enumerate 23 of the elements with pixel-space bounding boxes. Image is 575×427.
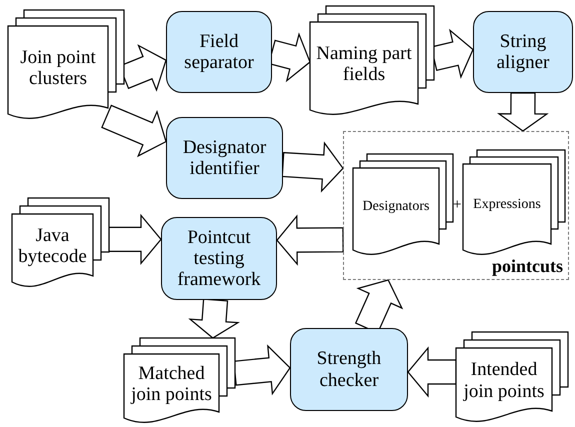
group-frame: [343, 131, 569, 280]
document-label: Intended join points: [462, 359, 546, 402]
process-box: Pointcut testing framework: [161, 217, 277, 300]
block-arrow: [188, 298, 240, 339]
plus-sign: +: [453, 197, 462, 214]
block-arrow: [276, 214, 344, 266]
block-arrow: [101, 104, 167, 158]
block-arrow: [407, 346, 457, 398]
block-arrow: [282, 141, 344, 193]
process-box: String aligner: [473, 11, 573, 93]
document-label: Matched join points: [130, 362, 213, 406]
process-box: Field separator: [166, 11, 272, 93]
document-label: Naming part fields: [315, 42, 413, 86]
document-label: Join point clusters: [19, 46, 97, 90]
group-title: pointcuts: [492, 256, 563, 277]
process-box: Strength checker: [290, 328, 408, 411]
document-label: Java bytecode: [17, 224, 88, 268]
block-arrow: [108, 214, 162, 266]
block-arrow: [497, 92, 549, 132]
document-label: Expressions: [473, 197, 541, 213]
process-box: Designator identifier: [166, 117, 283, 199]
document-label: Designators: [362, 199, 430, 215]
block-arrow: [233, 344, 291, 396]
